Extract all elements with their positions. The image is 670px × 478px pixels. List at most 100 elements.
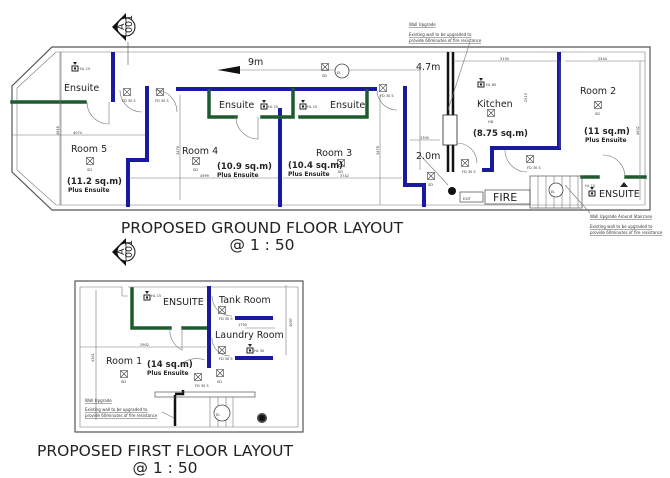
heat-detector-label: HL 15: [307, 105, 317, 109]
dim-4599: 4599: [200, 174, 209, 178]
staircase: EL: [529, 175, 583, 209]
heat-detector-label: HL 30: [254, 349, 264, 353]
dim-1300: 1300: [420, 136, 429, 140]
room4-name: Room 4: [182, 146, 218, 157]
room2-area: (11 sq.m): [584, 127, 630, 137]
exit-sign-label: EXIT: [463, 197, 472, 201]
stair-note-line2: provide 60minutes of fire resistance: [590, 230, 663, 235]
smoke-detector-label: SD: [338, 170, 343, 174]
tank-room-label: Tank Room: [218, 295, 271, 306]
ensuite-room2-label: ENSUITE: [599, 189, 640, 200]
heat-detector-label: HL 15: [268, 105, 278, 109]
stair-note-title: Wall Upgrade Around Staircase: [590, 214, 653, 219]
dim-4341: 4341: [91, 353, 95, 362]
dim-3130: 3130: [500, 57, 509, 61]
fire-door-label: FD 30 S: [195, 384, 209, 388]
ground-floor-title: PROPOSED GROUND FLOOR LAYOUT: [121, 219, 404, 237]
room2-note: Plus Ensuite: [585, 137, 627, 144]
smoke-detector-label: SD: [87, 168, 92, 172]
corridor-length-9m: 9m: [248, 57, 263, 68]
section-letter: A: [116, 248, 127, 255]
smoke-detector-label: SD: [193, 168, 198, 172]
dim-3479: 3479: [376, 146, 380, 155]
section-marker-ground: A 001: [112, 13, 136, 65]
fire-label: FIRE: [493, 191, 517, 204]
smoke-detector-label: SD: [217, 380, 222, 384]
first-floor-title: PROPOSED FIRST FLOOR LAYOUT: [37, 442, 294, 460]
smoke-detector-label: SD: [595, 112, 600, 116]
fire-door-label: FD 30 S: [527, 166, 541, 170]
first-ensuite-label: ENSUITE: [163, 297, 204, 308]
note-line1: Existing wall to be upgraded to: [409, 32, 472, 37]
heat-detector-label: HL 60: [486, 83, 496, 87]
fire-door-label: FD 30 S: [219, 357, 233, 361]
section-marker-first: A 001: [112, 238, 136, 266]
smoke-detector-label: SD: [121, 380, 126, 384]
heat-detector-label: HL 15: [585, 184, 595, 188]
laundry-room-label: Laundry Room: [215, 330, 284, 341]
note-line2: provide 60minutes of fire resistance: [85, 413, 158, 418]
stair-note-line1: Existing wall to be upgraded to: [590, 224, 653, 229]
room5-area: (11.2 sq.m): [67, 177, 122, 187]
dim-4074: 4074: [73, 131, 83, 135]
kitchen-area: (8.75 sq.m): [473, 129, 528, 139]
room2-name: Room 2: [580, 86, 616, 97]
section-sheet: 001: [124, 240, 135, 258]
emergency-light-label: EL: [337, 71, 341, 75]
emergency-light-label: EL: [216, 413, 220, 417]
room3-area: (10.4 sq.m): [288, 161, 343, 171]
ground-floor-plan: EL EL: [10, 22, 663, 254]
smoke-detector-label: SD: [322, 74, 327, 78]
corridor-length-2.0m: 2.0m: [416, 151, 440, 162]
dim-3476: 3476: [176, 146, 180, 155]
room4-area: (10.9 sq.m): [217, 162, 272, 172]
room1-name: Room 1: [106, 356, 142, 367]
heat-detector-label: HD: [488, 120, 494, 124]
fire-alarm-icon: [257, 413, 267, 423]
note-line1: Existing wall to be upgraded to: [85, 407, 148, 412]
fire-door-label: FD 30 S: [122, 99, 136, 103]
section-sheet: 001: [124, 15, 135, 33]
stair-wall-upgrade-note: Wall Upgrade Around Staircase Existing w…: [564, 184, 663, 235]
fire-door-label: FD 30 S: [462, 170, 476, 174]
smoke-detector-label: SD: [428, 183, 433, 187]
exit-sign: [459, 191, 484, 203]
dim-2544: 2544: [598, 57, 608, 61]
note-line2: provide 60minutes of fire resistance: [409, 38, 482, 43]
dim-2902: 2902: [140, 343, 149, 347]
first-wall-upgrade-note: Wall Upgrade Existing wall to be upgrade…: [85, 398, 175, 419]
dim-4632: 4632: [636, 126, 640, 135]
note-title: Wall Upgrade: [409, 22, 436, 27]
stair-emergency-light-label: EL: [551, 190, 555, 194]
dim-4618: 4618: [56, 126, 60, 135]
dim-3742: 3742: [340, 174, 349, 178]
room1-area: (14 sq.m): [147, 360, 193, 370]
room4-note: Plus Ensuite: [217, 172, 259, 179]
room1-note: Plus Ensuite: [147, 370, 189, 377]
room5-note: Plus Ensuite: [68, 187, 110, 194]
fire-alarm-icon: [448, 187, 456, 195]
fire-door-label: FD 30 S: [155, 99, 169, 103]
kitchen-name: Kitchen: [477, 99, 513, 110]
ensuite-room5-label: Ensuite: [64, 83, 99, 94]
first-floor-scale: @ 1 : 50: [132, 459, 197, 477]
note-title: Wall Upgrade: [85, 398, 112, 403]
ensuite-room4-label: Ensuite: [219, 100, 254, 111]
section-letter: A: [116, 23, 127, 30]
room3-name: Room 3: [316, 148, 352, 159]
dim-2513: 2513: [524, 93, 528, 102]
first-floor-plan: EL 2902 4341 1790 3097 HL 15 ENSUITE Tan…: [37, 280, 304, 477]
fire-door-label: FD 30 S: [219, 317, 233, 321]
corridor-length-4.7m: 4.7m: [416, 62, 440, 73]
ensuite-room3-label: Ensuite: [330, 100, 365, 111]
room5-name: Room 5: [71, 144, 107, 155]
room3-note: Plus Ensuite: [288, 171, 330, 178]
ground-floor-scale: @ 1 : 50: [229, 236, 294, 254]
dim-1790: 1790: [238, 323, 247, 327]
dim-3097: 3097: [289, 318, 293, 327]
heat-detector-label: HL 15: [80, 67, 90, 71]
fire-door-label: FD 30 S: [380, 94, 394, 98]
heat-detector-label: HL 15: [151, 294, 161, 298]
wall-upgrade-note: Wall Upgrade Existing wall to be upgrade…: [409, 22, 482, 111]
